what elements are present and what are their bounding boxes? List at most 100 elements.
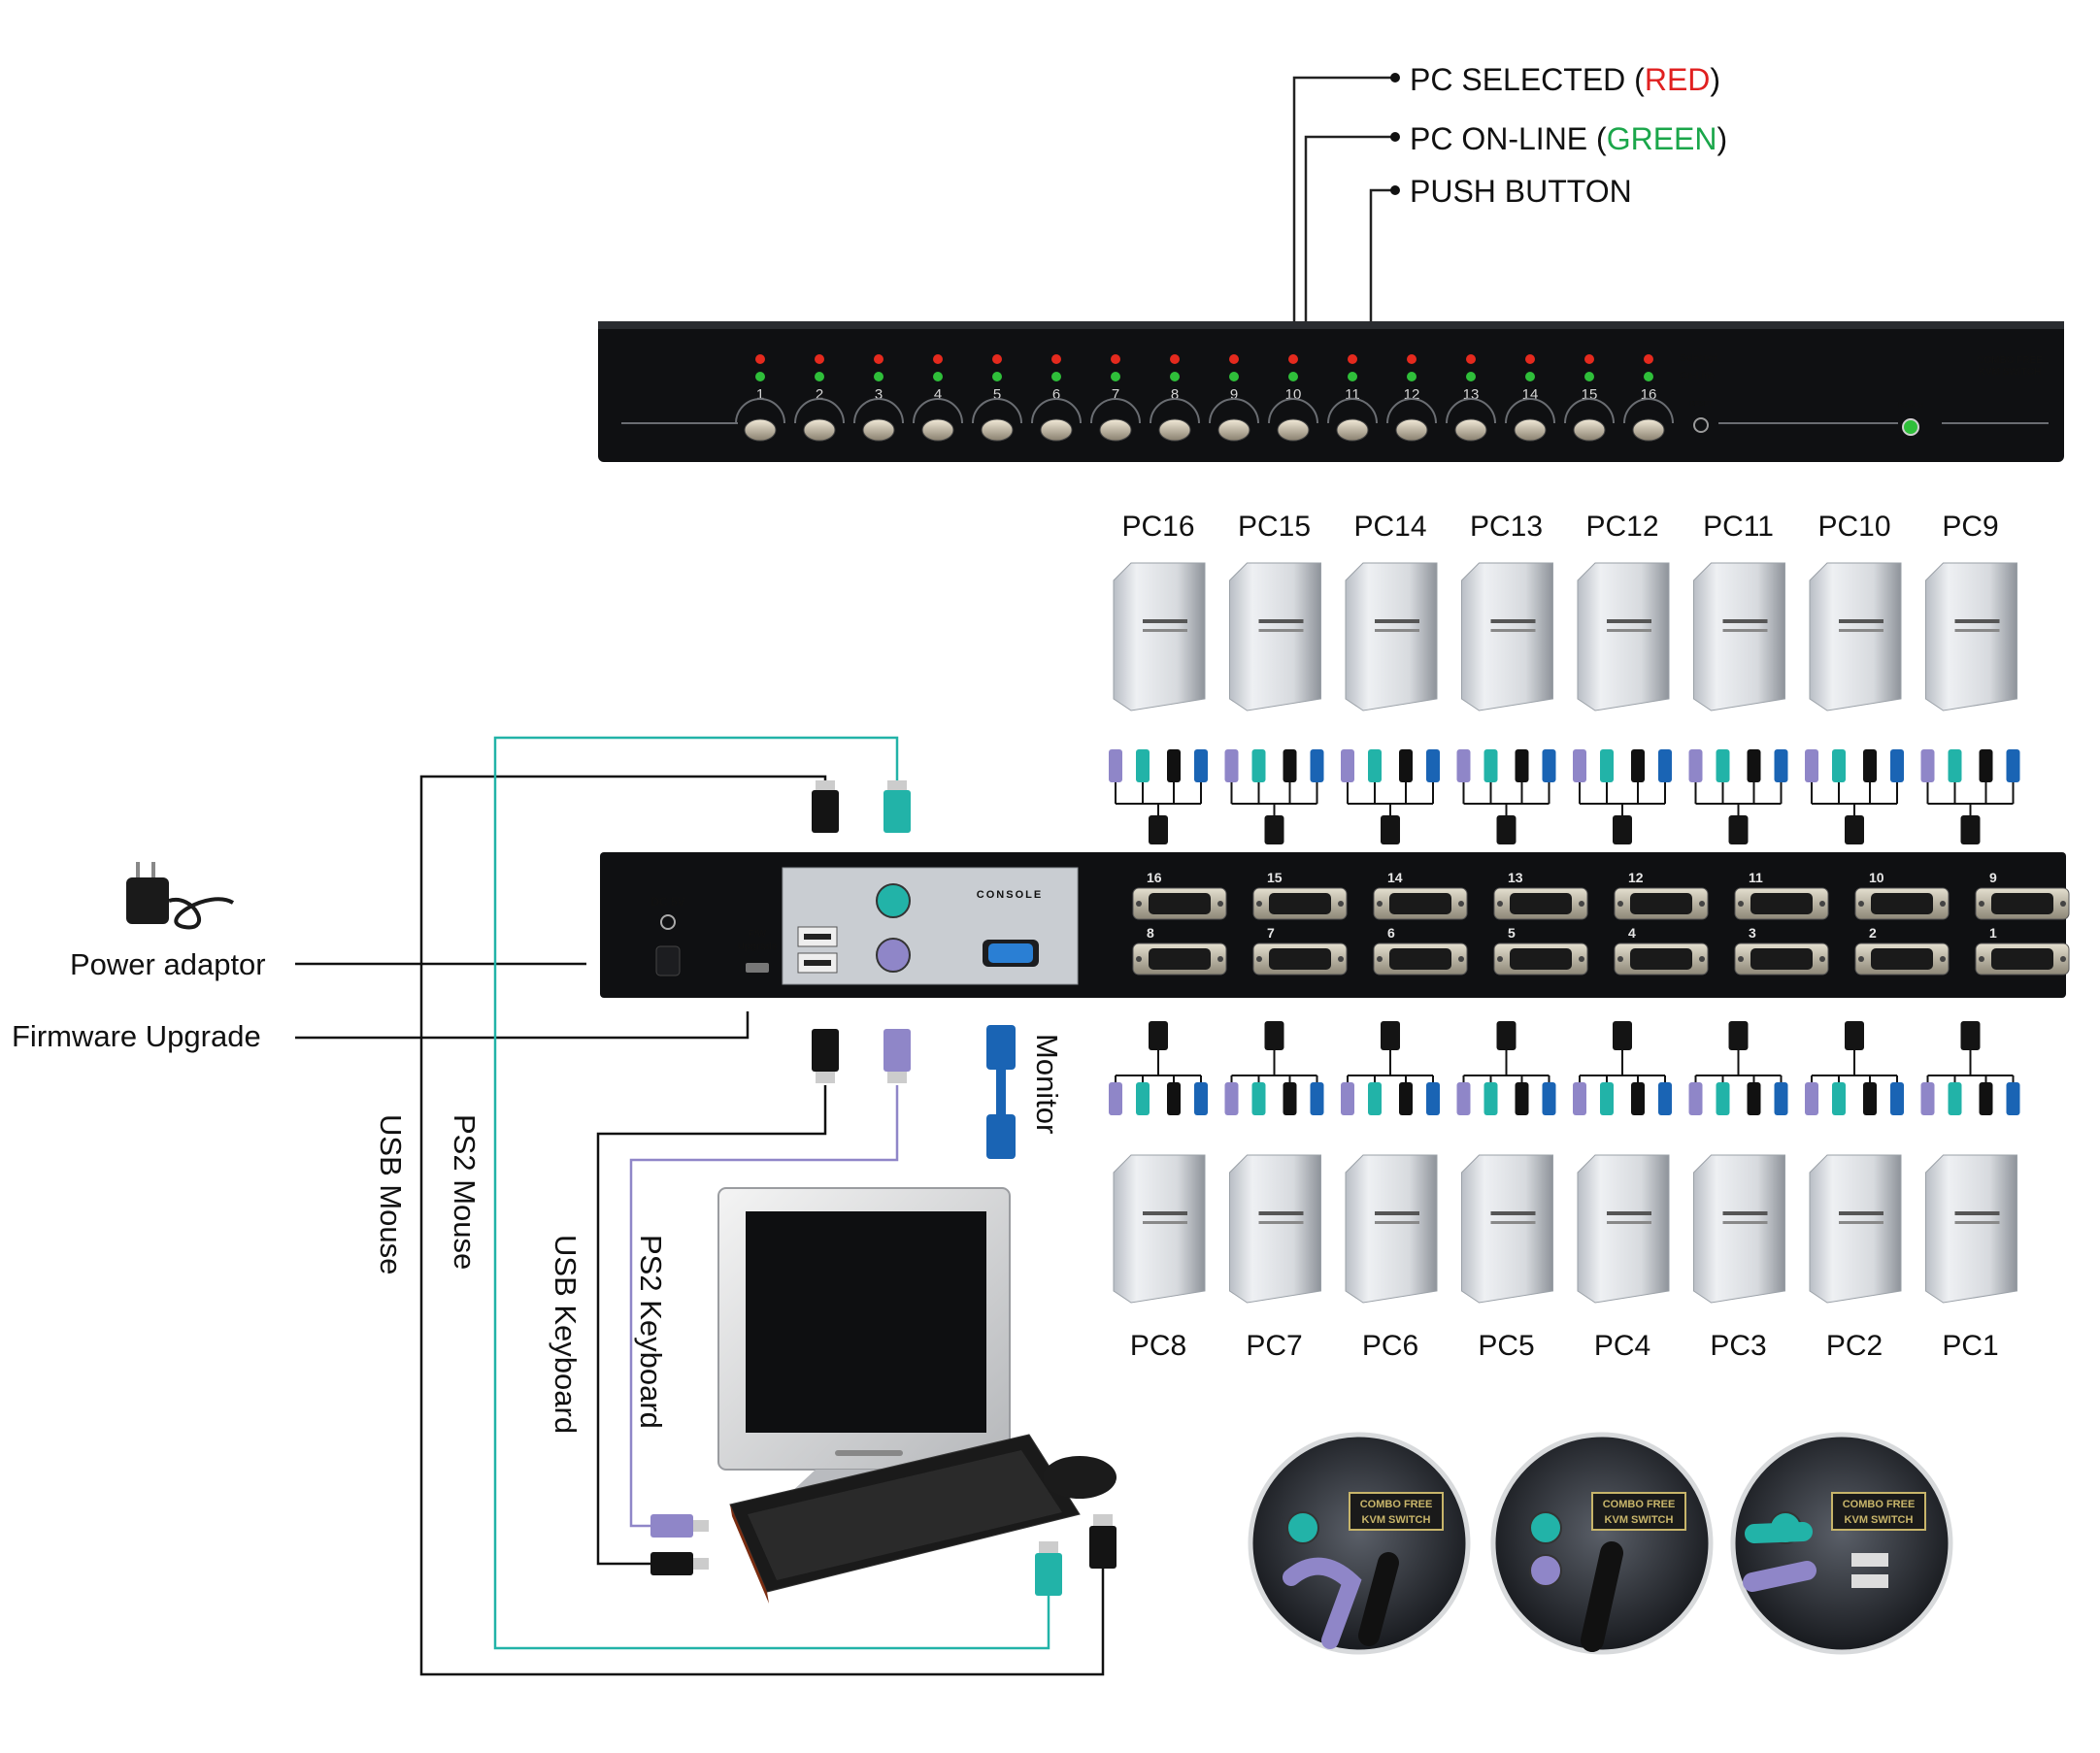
online-led bbox=[874, 372, 883, 381]
pc-cable-set bbox=[1224, 749, 1324, 844]
selected-led bbox=[1584, 354, 1594, 364]
ps2-mouse-end-plug bbox=[1035, 1553, 1062, 1596]
fw-upgrade-port[interactable] bbox=[746, 963, 769, 973]
vga-port[interactable] bbox=[1871, 948, 1933, 970]
pc-cable-plug bbox=[1456, 1082, 1471, 1115]
online-label: On-Line bbox=[1680, 371, 1715, 381]
vga-port[interactable] bbox=[1389, 948, 1451, 970]
pc-port-15: 15 bbox=[1252, 870, 1348, 920]
push-button[interactable] bbox=[1632, 418, 1665, 442]
vga-port[interactable] bbox=[1630, 948, 1692, 970]
front-port-10: 10 bbox=[1268, 354, 1318, 442]
pc-cable-plug bbox=[1542, 1082, 1556, 1115]
callout-pc-online: PC ON-LINE (GREEN) bbox=[1410, 121, 1727, 156]
push-button[interactable] bbox=[862, 418, 895, 442]
pc-cable-plug bbox=[1194, 1082, 1208, 1115]
pc-cable-plug bbox=[1109, 749, 1122, 782]
pc-tower bbox=[1693, 562, 1785, 711]
vga-port[interactable] bbox=[1750, 948, 1813, 970]
ps2-mouse-cable bbox=[493, 736, 1050, 1650]
pc-cable-set bbox=[1920, 1021, 2020, 1115]
pc-label: PC13 bbox=[1470, 511, 1543, 543]
pc-port-number: 2 bbox=[1869, 925, 1877, 941]
monitor-label: Monitor bbox=[1030, 1034, 1064, 1134]
monitor-plug-bottom bbox=[986, 1114, 1016, 1159]
push-button[interactable] bbox=[1277, 418, 1310, 442]
pc-tower bbox=[1229, 1154, 1321, 1304]
kvm-vga-plug bbox=[1845, 1021, 1864, 1050]
vga-port[interactable] bbox=[1269, 893, 1331, 914]
front-port-number: 5 bbox=[993, 386, 1001, 403]
pc-port-14: 14 bbox=[1373, 870, 1468, 920]
zoom-ps2-port bbox=[1286, 1511, 1319, 1544]
pc-port-4: 4 bbox=[1614, 925, 1709, 976]
push-button[interactable] bbox=[803, 418, 836, 442]
console-vga-port[interactable] bbox=[988, 943, 1033, 963]
pc-tower-body bbox=[1113, 1154, 1206, 1304]
pc-port-11: 11 bbox=[1734, 870, 1829, 920]
push-button[interactable] bbox=[981, 418, 1014, 442]
pc-cable-plug bbox=[1688, 1082, 1703, 1115]
pc-port-number: 15 bbox=[1267, 870, 1283, 885]
pc-cable-plug bbox=[1979, 1082, 1993, 1115]
ps2-mouse-port[interactable] bbox=[876, 883, 911, 918]
dc-jack[interactable] bbox=[655, 945, 681, 976]
vga-port[interactable] bbox=[1510, 893, 1572, 914]
front-port-3: 3 bbox=[853, 354, 904, 442]
ps2-keyboard-port[interactable] bbox=[876, 938, 911, 973]
pc-cable-plug bbox=[1368, 1082, 1382, 1115]
vga-port[interactable] bbox=[1991, 893, 2053, 914]
vga-port[interactable] bbox=[1269, 948, 1331, 970]
push-button[interactable] bbox=[921, 418, 954, 442]
pc-port-number: 5 bbox=[1508, 925, 1516, 941]
front-brand-line1: COMBO FREE bbox=[1977, 355, 2043, 366]
kvm-vga-plug bbox=[1728, 1021, 1749, 1050]
vga-port[interactable] bbox=[1510, 948, 1572, 970]
online-led bbox=[1525, 372, 1535, 381]
pc-cable-plug bbox=[1167, 1082, 1181, 1115]
selected-led bbox=[1407, 354, 1417, 364]
zoom-brand-line1: COMBO FREE bbox=[1603, 1499, 1676, 1510]
pc-cable-plug bbox=[1716, 1082, 1730, 1115]
front-port-number: 3 bbox=[875, 386, 883, 403]
selected-led bbox=[933, 354, 943, 364]
push-button[interactable] bbox=[1454, 418, 1487, 442]
pc-port-8: 8 bbox=[1132, 925, 1227, 976]
vga-port[interactable] bbox=[1871, 893, 1933, 914]
pc-cable-plug bbox=[1890, 1082, 1904, 1115]
push-button[interactable] bbox=[1336, 418, 1369, 442]
reset-button[interactable] bbox=[1693, 417, 1709, 433]
vga-port[interactable] bbox=[1149, 893, 1211, 914]
vga-port[interactable] bbox=[1750, 893, 1813, 914]
vga-port[interactable] bbox=[1630, 893, 1692, 914]
pc-cable-set bbox=[1805, 749, 1904, 844]
fw-label-1: F/W bbox=[749, 929, 767, 940]
front-port-8: 8 bbox=[1150, 354, 1200, 442]
pc-label: PC2 bbox=[1826, 1330, 1883, 1362]
push-button[interactable] bbox=[1158, 418, 1191, 442]
pc-tower-body bbox=[1693, 1154, 1785, 1304]
selected-led bbox=[1644, 354, 1653, 364]
online-led bbox=[755, 372, 765, 381]
push-button[interactable] bbox=[1040, 418, 1073, 442]
push-button[interactable] bbox=[1514, 418, 1547, 442]
pc-cable-plug bbox=[1283, 749, 1297, 782]
pc-cable-plug bbox=[1283, 1082, 1297, 1115]
ps2-keyboard-label: PS2 Keyboard bbox=[634, 1235, 668, 1429]
push-button[interactable] bbox=[1573, 418, 1606, 442]
front-port-11: 11 bbox=[1327, 354, 1378, 442]
pc-port-number: 9 bbox=[1989, 870, 1997, 885]
firmware-upgrade-label: Firmware Upgrade bbox=[12, 1019, 261, 1053]
pc-cable-plug bbox=[1456, 749, 1471, 782]
push-button[interactable] bbox=[744, 418, 777, 442]
vga-port[interactable] bbox=[1991, 948, 2053, 970]
pc-cable-plug bbox=[1399, 749, 1413, 782]
push-button[interactable] bbox=[1099, 418, 1132, 442]
online-led bbox=[1407, 372, 1417, 381]
monitor-plug-top bbox=[986, 1025, 1016, 1070]
vga-port[interactable] bbox=[1389, 893, 1451, 914]
push-button[interactable] bbox=[1395, 418, 1428, 442]
vga-port[interactable] bbox=[1149, 948, 1211, 970]
pc-port-5: 5 bbox=[1493, 925, 1588, 976]
push-button[interactable] bbox=[1217, 418, 1250, 442]
